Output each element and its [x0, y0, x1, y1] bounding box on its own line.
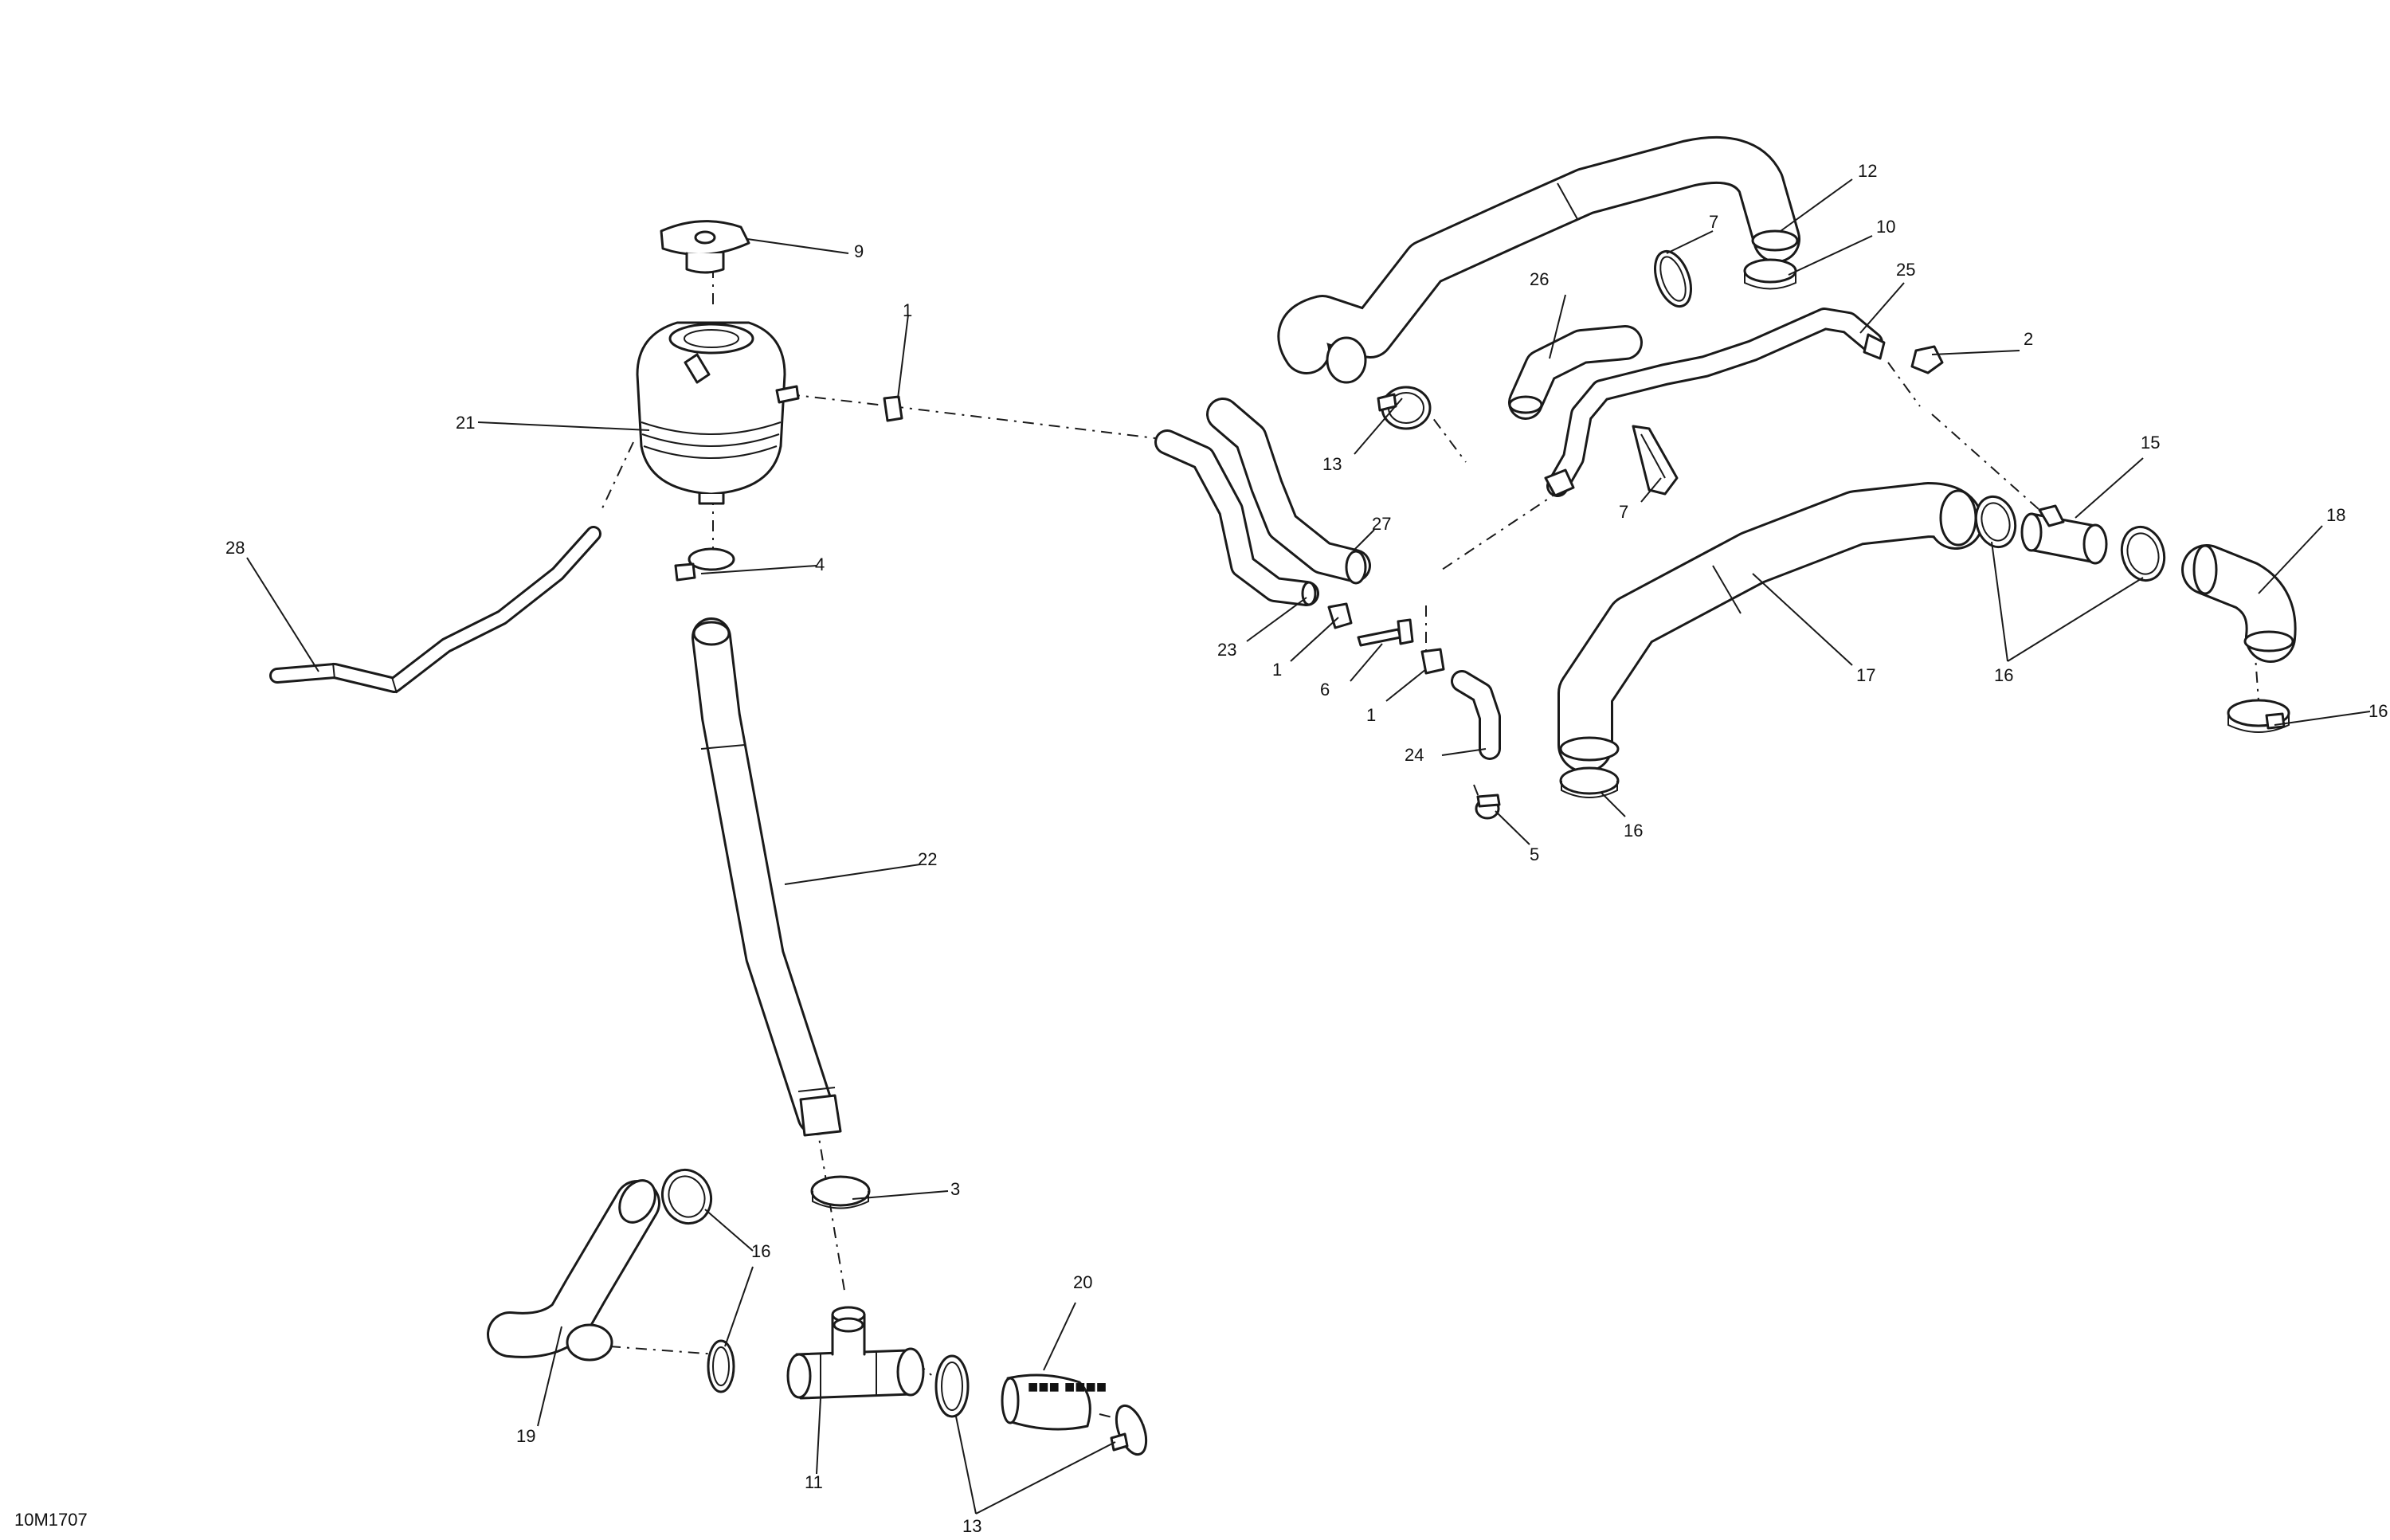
lower-radiator-hose[interactable] — [1557, 482, 1984, 773]
callout-12: 12 — [1858, 161, 1877, 181]
callout-1-top: 1 — [903, 300, 912, 320]
callout-16-far-right: 16 — [2368, 701, 2388, 721]
hose-clamp-16-right-b[interactable] — [2116, 522, 2170, 585]
callout-21: 21 — [456, 413, 475, 433]
callout-2: 2 — [2024, 329, 2033, 349]
callout-17: 17 — [1856, 665, 1875, 685]
leader-lines — [246, 178, 2371, 1515]
hose-clamp-16-lower-hose[interactable] — [1559, 766, 1620, 798]
callout-10: 10 — [1876, 217, 1895, 237]
callout-6: 6 — [1320, 680, 1330, 699]
callout-16-right-pair: 16 — [1994, 665, 2013, 685]
callout-9: 9 — [854, 241, 864, 261]
bent-hose-27[interactable] — [1206, 398, 1371, 585]
upper-radiator-hose[interactable] — [1277, 135, 1800, 384]
hose-clamp-3[interactable] — [810, 1175, 871, 1209]
hose-clamp-13-upper[interactable] — [1377, 386, 1432, 430]
drawing-reference: 10M1707 — [14, 1510, 88, 1530]
callout-26: 26 — [1530, 269, 1549, 289]
callout-16-lower-hose: 16 — [1624, 821, 1643, 841]
spring-clamp-upper[interactable] — [1648, 246, 1698, 311]
callout-7-lower: 7 — [1619, 502, 1628, 522]
callout-4: 4 — [815, 554, 825, 574]
callout-16-left: 16 — [751, 1241, 770, 1261]
callout-20: 20 — [1073, 1272, 1092, 1292]
callout-13-upper: 13 — [1322, 454, 1342, 474]
callout-24: 24 — [1405, 745, 1424, 765]
vertical-coolant-hose[interactable] — [692, 617, 842, 1137]
svg-text:■■■ ■■■■: ■■■ ■■■■ — [1028, 1377, 1107, 1397]
small-clamp-5[interactable] — [1475, 794, 1501, 820]
callout-7-upper: 7 — [1709, 212, 1718, 232]
callout-19: 19 — [516, 1426, 535, 1446]
bleed-screw[interactable] — [1357, 618, 1414, 647]
callout-5: 5 — [1530, 844, 1539, 864]
overflow-hose[interactable] — [269, 526, 601, 694]
spring-clamp-lower[interactable] — [1632, 425, 1679, 496]
hose-clamp-10[interactable] — [1743, 258, 1797, 290]
hose-clamp-16-near-t[interactable] — [707, 1339, 735, 1393]
fitting-upper[interactable] — [883, 395, 903, 422]
small-hose-24[interactable] — [1451, 670, 1501, 760]
callout-25: 25 — [1896, 260, 1915, 280]
callout-23: 23 — [1217, 640, 1236, 660]
fitting-nut-2[interactable] — [1910, 345, 1944, 374]
radiator-cap[interactable] — [660, 220, 750, 274]
callout-18: 18 — [2326, 505, 2345, 525]
bent-hose-23[interactable] — [1154, 429, 1319, 606]
hose-clamp-13-lower-right[interactable] — [1110, 1401, 1152, 1458]
fitting-lower[interactable] — [1420, 648, 1445, 675]
short-curved-hose-26[interactable] — [1508, 325, 1643, 420]
hose-clamp-tank-outlet[interactable] — [674, 547, 735, 582]
callout-1-middle: 1 — [1272, 660, 1282, 680]
callout-15: 15 — [2141, 433, 2160, 453]
callout-labels: 9 1 21 28 4 22 3 16 19 11 13 20 23 1 27 … — [225, 161, 2388, 1536]
callout-11: 11 — [805, 1472, 823, 1492]
hose-clamp-13-lower-left[interactable] — [934, 1354, 970, 1418]
callout-13-bottom: 13 — [962, 1516, 981, 1536]
callout-3: 3 — [950, 1179, 960, 1199]
assembly-lines — [601, 267, 2259, 1427]
t-fitting[interactable] — [786, 1306, 925, 1400]
hose-adapter-15[interactable] — [2020, 504, 2108, 565]
short-straight-hose[interactable]: ■■■ ■■■■ — [1001, 1373, 1107, 1431]
hose-clamp-16-left[interactable] — [655, 1163, 719, 1230]
elbow-hose[interactable] — [487, 1174, 662, 1362]
expansion-tank[interactable] — [636, 321, 800, 505]
elbow-hose-18[interactable] — [2181, 544, 2297, 663]
callout-28: 28 — [225, 538, 245, 558]
hose-clamp-16-far-right[interactable] — [2227, 699, 2290, 733]
callout-1-lower: 1 — [1366, 705, 1376, 725]
long-bypass-hose-25[interactable] — [1544, 308, 1886, 497]
callout-27: 27 — [1372, 514, 1391, 534]
hose-clamp-16-right-a[interactable] — [1971, 492, 2021, 551]
callout-22: 22 — [918, 849, 937, 869]
